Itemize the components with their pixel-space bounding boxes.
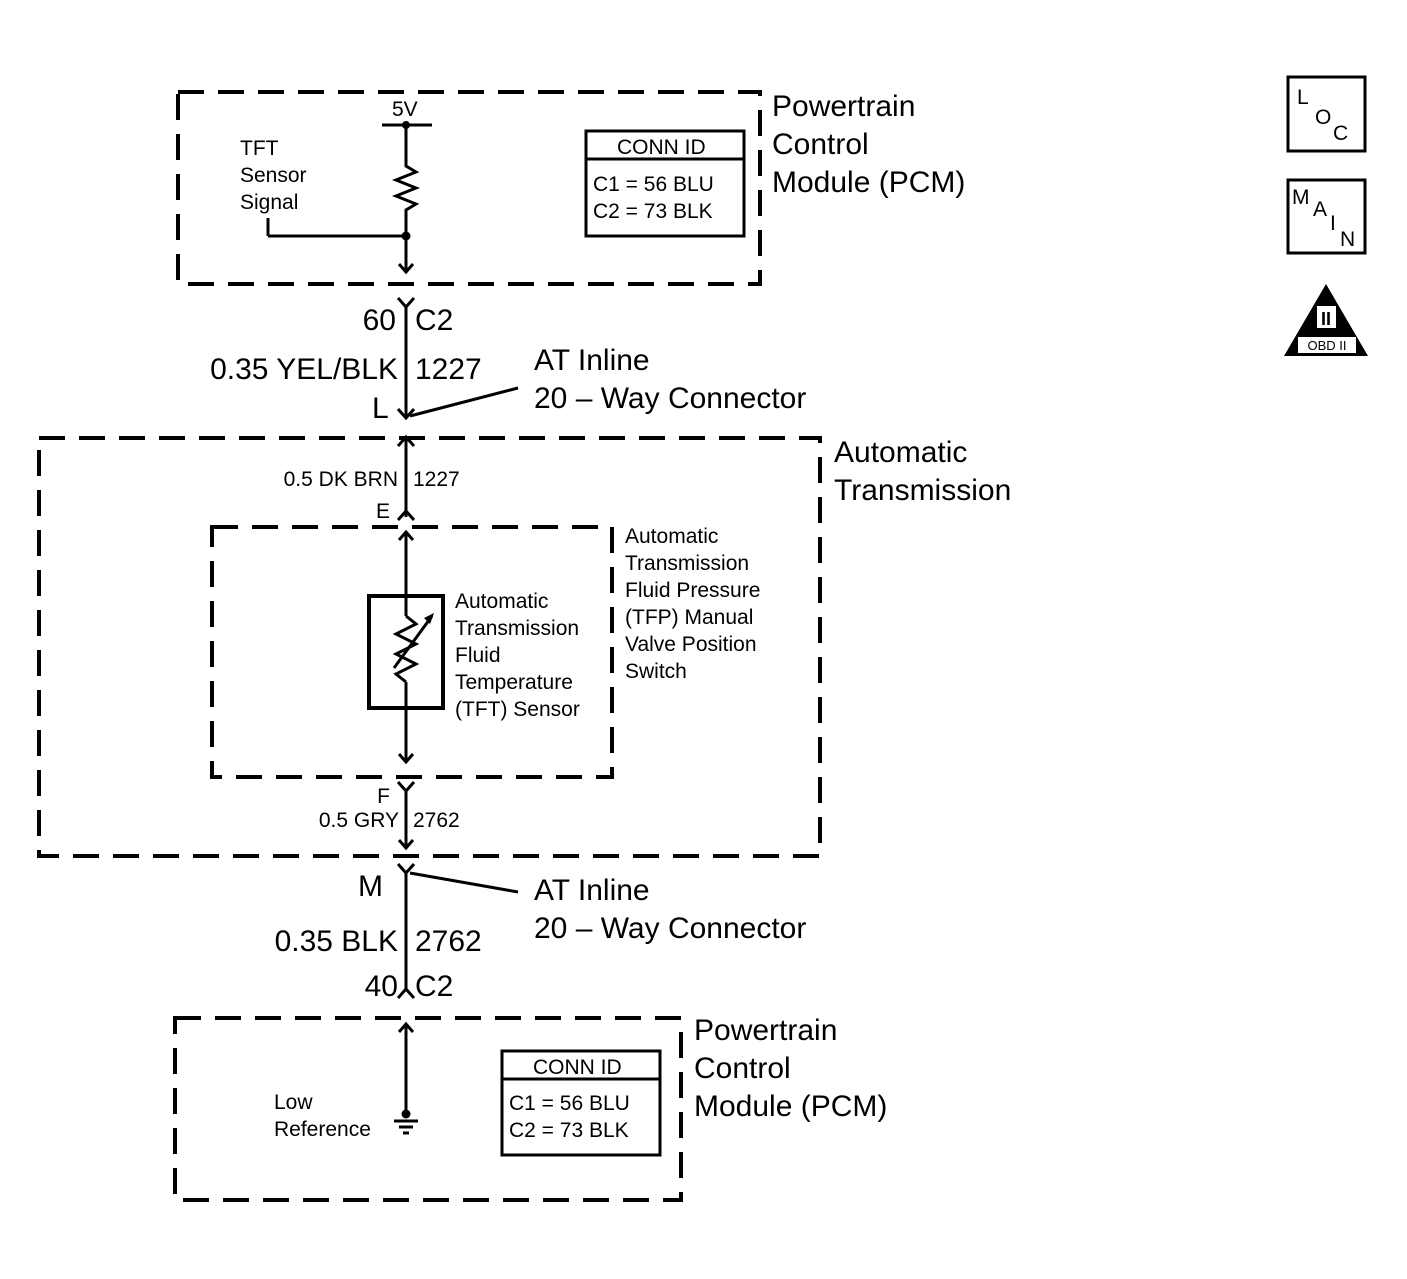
circuit-number-label: 1227 bbox=[413, 468, 460, 491]
svg-text:Module (PCM): Module (PCM) bbox=[772, 166, 965, 199]
svg-text:C: C bbox=[1333, 122, 1348, 145]
inline-bottom-leader bbox=[409, 871, 519, 894]
connector-f-symbol bbox=[396, 781, 416, 794]
pullup-resistor-symbol bbox=[391, 125, 421, 272]
svg-text:Reference: Reference bbox=[274, 1118, 371, 1141]
svg-text:A: A bbox=[1313, 198, 1327, 221]
svg-text:Control: Control bbox=[694, 1052, 791, 1085]
wire-2762-arrow bbox=[397, 839, 415, 851]
svg-text:(TFP) Manual: (TFP) Manual bbox=[625, 606, 753, 629]
svg-text:Transmission: Transmission bbox=[625, 552, 749, 575]
sensor-arrow-down bbox=[397, 753, 415, 765]
tft-sensor-label: Automatic Transmission Fluid Temperature… bbox=[455, 590, 580, 721]
wire-gauge-color-label: 0.35 BLK bbox=[275, 925, 398, 958]
svg-text:Temperature: Temperature bbox=[455, 671, 573, 694]
svg-text:Transmission: Transmission bbox=[455, 617, 579, 640]
conn-id-header: CONN ID bbox=[533, 1056, 622, 1079]
svg-text:Fluid: Fluid bbox=[455, 644, 501, 667]
automatic-transmission-title: Automatic Transmission bbox=[834, 436, 1011, 507]
conn-id-row: C1 = 56 BLU bbox=[509, 1092, 630, 1115]
svg-text:Automatic: Automatic bbox=[834, 436, 967, 469]
svg-text:Fluid Pressure: Fluid Pressure bbox=[625, 579, 760, 602]
svg-text:(TFT) Sensor: (TFT) Sensor bbox=[455, 698, 580, 721]
svg-text:20 – Way Connector: 20 – Way Connector bbox=[534, 382, 806, 415]
conn-id-table-top: CONN ID C1 = 56 BLU C2 = 73 BLK bbox=[584, 129, 746, 238]
circuit-number-label: 2762 bbox=[415, 925, 482, 958]
conn-id-row: C2 = 73 BLK bbox=[509, 1119, 629, 1142]
svg-text:Powertrain: Powertrain bbox=[772, 90, 915, 123]
conn-id-table-bottom: CONN ID C1 = 56 BLU C2 = 73 BLK bbox=[500, 1049, 662, 1157]
svg-text:TFT: TFT bbox=[240, 137, 279, 160]
tfp-switch-label: Automatic Transmission Fluid Pressure (T… bbox=[625, 525, 760, 683]
tfp-switch-boundary bbox=[210, 525, 614, 779]
loc-icon[interactable]: L O C bbox=[1286, 75, 1367, 153]
wire-gauge-color-label: 0.35 YEL/BLK bbox=[210, 353, 398, 386]
pin-60-label: 60 bbox=[363, 304, 396, 337]
svg-text:Valve Position: Valve Position bbox=[625, 633, 757, 656]
svg-text:II: II bbox=[1321, 309, 1331, 329]
main-icon[interactable]: M A I N bbox=[1286, 178, 1367, 255]
svg-text:N: N bbox=[1340, 228, 1355, 251]
pin-e-label: E bbox=[376, 500, 390, 523]
svg-text:M: M bbox=[1292, 186, 1310, 209]
conn-id-row: C2 = 73 BLK bbox=[593, 200, 713, 223]
thermistor-arrowhead bbox=[424, 613, 434, 624]
svg-text:AT Inline: AT Inline bbox=[534, 344, 650, 377]
connector-c2-pin60-symbol bbox=[396, 297, 416, 310]
svg-text:O: O bbox=[1315, 106, 1331, 129]
inline-connector-m-symbol bbox=[396, 863, 416, 876]
thermistor-variable-arrow bbox=[392, 615, 434, 669]
svg-text:Automatic: Automatic bbox=[455, 590, 548, 613]
connector-c2-label: C2 bbox=[415, 970, 453, 1003]
conn-id-header: CONN ID bbox=[617, 136, 706, 159]
connector-c2-label: C2 bbox=[415, 304, 453, 337]
svg-text:Powertrain: Powertrain bbox=[694, 1014, 837, 1047]
connector-c2-pin40-symbol bbox=[396, 986, 416, 999]
svg-text:Sensor: Sensor bbox=[240, 164, 307, 187]
thermistor-resistor-symbol bbox=[392, 614, 420, 684]
svg-text:Automatic: Automatic bbox=[625, 525, 718, 548]
svg-text:20 – Way Connector: 20 – Way Connector bbox=[534, 912, 806, 945]
svg-text:Control: Control bbox=[772, 128, 869, 161]
pcm-bottom-boundary bbox=[173, 1016, 683, 1202]
ground-node bbox=[401, 1109, 411, 1119]
pcm-top-boundary bbox=[176, 90, 762, 286]
svg-text:L: L bbox=[1297, 86, 1309, 109]
svg-text:AT Inline: AT Inline bbox=[534, 874, 650, 907]
obd-ii-icon[interactable]: II OBD II bbox=[1284, 284, 1368, 356]
svg-text:Low: Low bbox=[274, 1091, 313, 1114]
wire-gauge-color-label: 0.5 DK BRN bbox=[284, 468, 398, 491]
inline-connector-top-label: AT Inline 20 – Way Connector bbox=[534, 344, 806, 415]
wire-gauge-color-label: 0.5 GRY bbox=[319, 809, 399, 832]
low-reference-label: Low Reference bbox=[274, 1091, 371, 1141]
pin-f-label: F bbox=[377, 785, 390, 808]
svg-text:Signal: Signal bbox=[240, 191, 298, 214]
ground-icon bbox=[394, 1119, 418, 1135]
pcm-top-arrow-down bbox=[397, 263, 415, 275]
svg-text:I: I bbox=[1330, 212, 1336, 235]
pcm-bottom-title: Powertrain Control Module (PCM) bbox=[694, 1014, 887, 1123]
inline-pin-l-label: L bbox=[372, 392, 389, 425]
inline-connector-bottom-label: AT Inline 20 – Way Connector bbox=[534, 874, 806, 945]
connector-e-symbol bbox=[396, 508, 416, 521]
supply-voltage-label: 5V bbox=[392, 98, 418, 121]
tft-signal-label: TFT Sensor Signal bbox=[240, 137, 307, 214]
inline-top-leader bbox=[409, 386, 519, 418]
circuit-number-label: 1227 bbox=[415, 353, 482, 386]
inline-pin-m-label: M bbox=[358, 870, 383, 903]
pin-40-label: 40 bbox=[365, 970, 398, 1003]
conn-id-row: C1 = 56 BLU bbox=[593, 173, 714, 196]
circuit-number-label: 2762 bbox=[413, 809, 460, 832]
svg-text:Module (PCM): Module (PCM) bbox=[694, 1090, 887, 1123]
svg-text:Switch: Switch bbox=[625, 660, 687, 683]
pcm-top-title: Powertrain Control Module (PCM) bbox=[772, 90, 965, 199]
svg-text:OBD II: OBD II bbox=[1307, 338, 1346, 353]
svg-text:Transmission: Transmission bbox=[834, 474, 1011, 507]
inline-connector-l-symbol bbox=[396, 408, 416, 421]
